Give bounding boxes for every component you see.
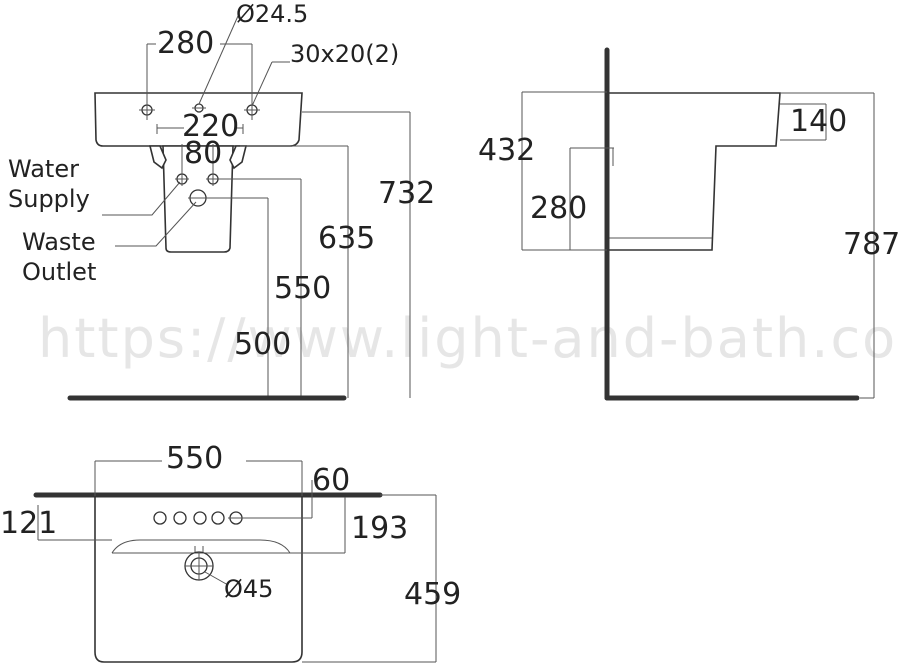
side-basin-outline [606,92,781,251]
top-tap-hole-1 [153,511,167,525]
front-left-bracket [148,145,167,170]
dim-hole-diameter-label: Ø24.5 [236,0,308,28]
dim-drain-diameter-label: Ø45 [224,575,273,603]
top-tap-hole-2 [173,511,187,525]
dim-732-label: 732 [378,176,435,211]
dim-550-top-label: 550 [166,441,223,476]
dim-220-label: 220 [182,109,239,144]
dim-121-label: 121 [0,506,57,541]
dim-slot-label: 30x20(2) [290,40,399,68]
dim-60-label: 60 [312,463,350,498]
label-waste-outlet-line2: Outlet [22,258,96,286]
top-tap-hole-5 [228,511,312,525]
dim-140-label: 140 [790,104,847,139]
label-water-supply-line1: Water [8,155,79,183]
dim-280-side-label: 280 [530,191,587,226]
dim-193-label: 193 [351,511,408,546]
dim-280-label: 280 [157,26,214,61]
leader-water-supply [102,181,181,216]
front-pedestal-outline [162,145,234,253]
label-water-supply-line2: Supply [8,185,90,213]
leader-waste-outlet [115,201,197,247]
dim-550-label: 550 [274,271,331,306]
front-view: 280 Ø24.5 30x20(2) 220 80 Water Supply W… [8,0,435,401]
label-waste-outlet-line1: Waste [22,228,96,256]
front-right-bracket [229,145,248,170]
dim-787-label: 787 [843,227,900,262]
dim-500-label: 500 [234,327,291,362]
dim-635-label: 635 [318,221,375,256]
dim-432-label: 432 [478,133,535,168]
top-tap-hole-4 [211,511,225,525]
top-tap-hole-3 [193,511,207,525]
watermark: https://www.light-and-bath.com [38,307,902,370]
top-bowl-edge [111,539,291,554]
dim-80-label: 80 [184,136,222,171]
side-view: 432 280 140 787 [478,47,900,401]
top-drain [184,546,214,581]
dim-459-label: 459 [404,577,461,612]
top-view: Ø45 550 60 121 193 459 [0,441,461,663]
